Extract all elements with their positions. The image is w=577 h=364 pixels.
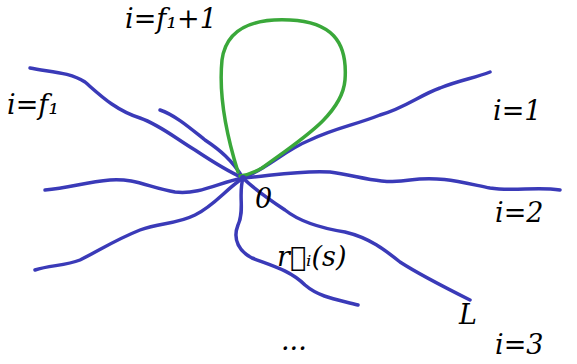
- loop-arm: [221, 20, 345, 176]
- arm-index-label: i=f₁: [6, 90, 60, 120]
- arm-index-label: i=2: [494, 198, 544, 228]
- polymer-arm: [243, 72, 490, 178]
- arm-index-label: i=1: [492, 96, 542, 126]
- polymer-arm: [45, 178, 243, 192]
- length-label: L: [458, 300, 478, 330]
- arm-index-label: i=f₁+1: [124, 4, 218, 34]
- arm-index-label: i=3: [494, 330, 544, 360]
- polymer-arm: [30, 68, 243, 178]
- polymer-arm: [236, 178, 358, 305]
- origin-label: 0: [254, 184, 273, 214]
- polymer-arm: [35, 178, 243, 270]
- vector-label: r⃗ᵢ(s): [276, 242, 347, 272]
- branch-point: [240, 175, 246, 181]
- ellipsis-label: ...: [280, 326, 308, 356]
- polymer-arm: [243, 178, 470, 300]
- polymer-arm: [243, 172, 560, 190]
